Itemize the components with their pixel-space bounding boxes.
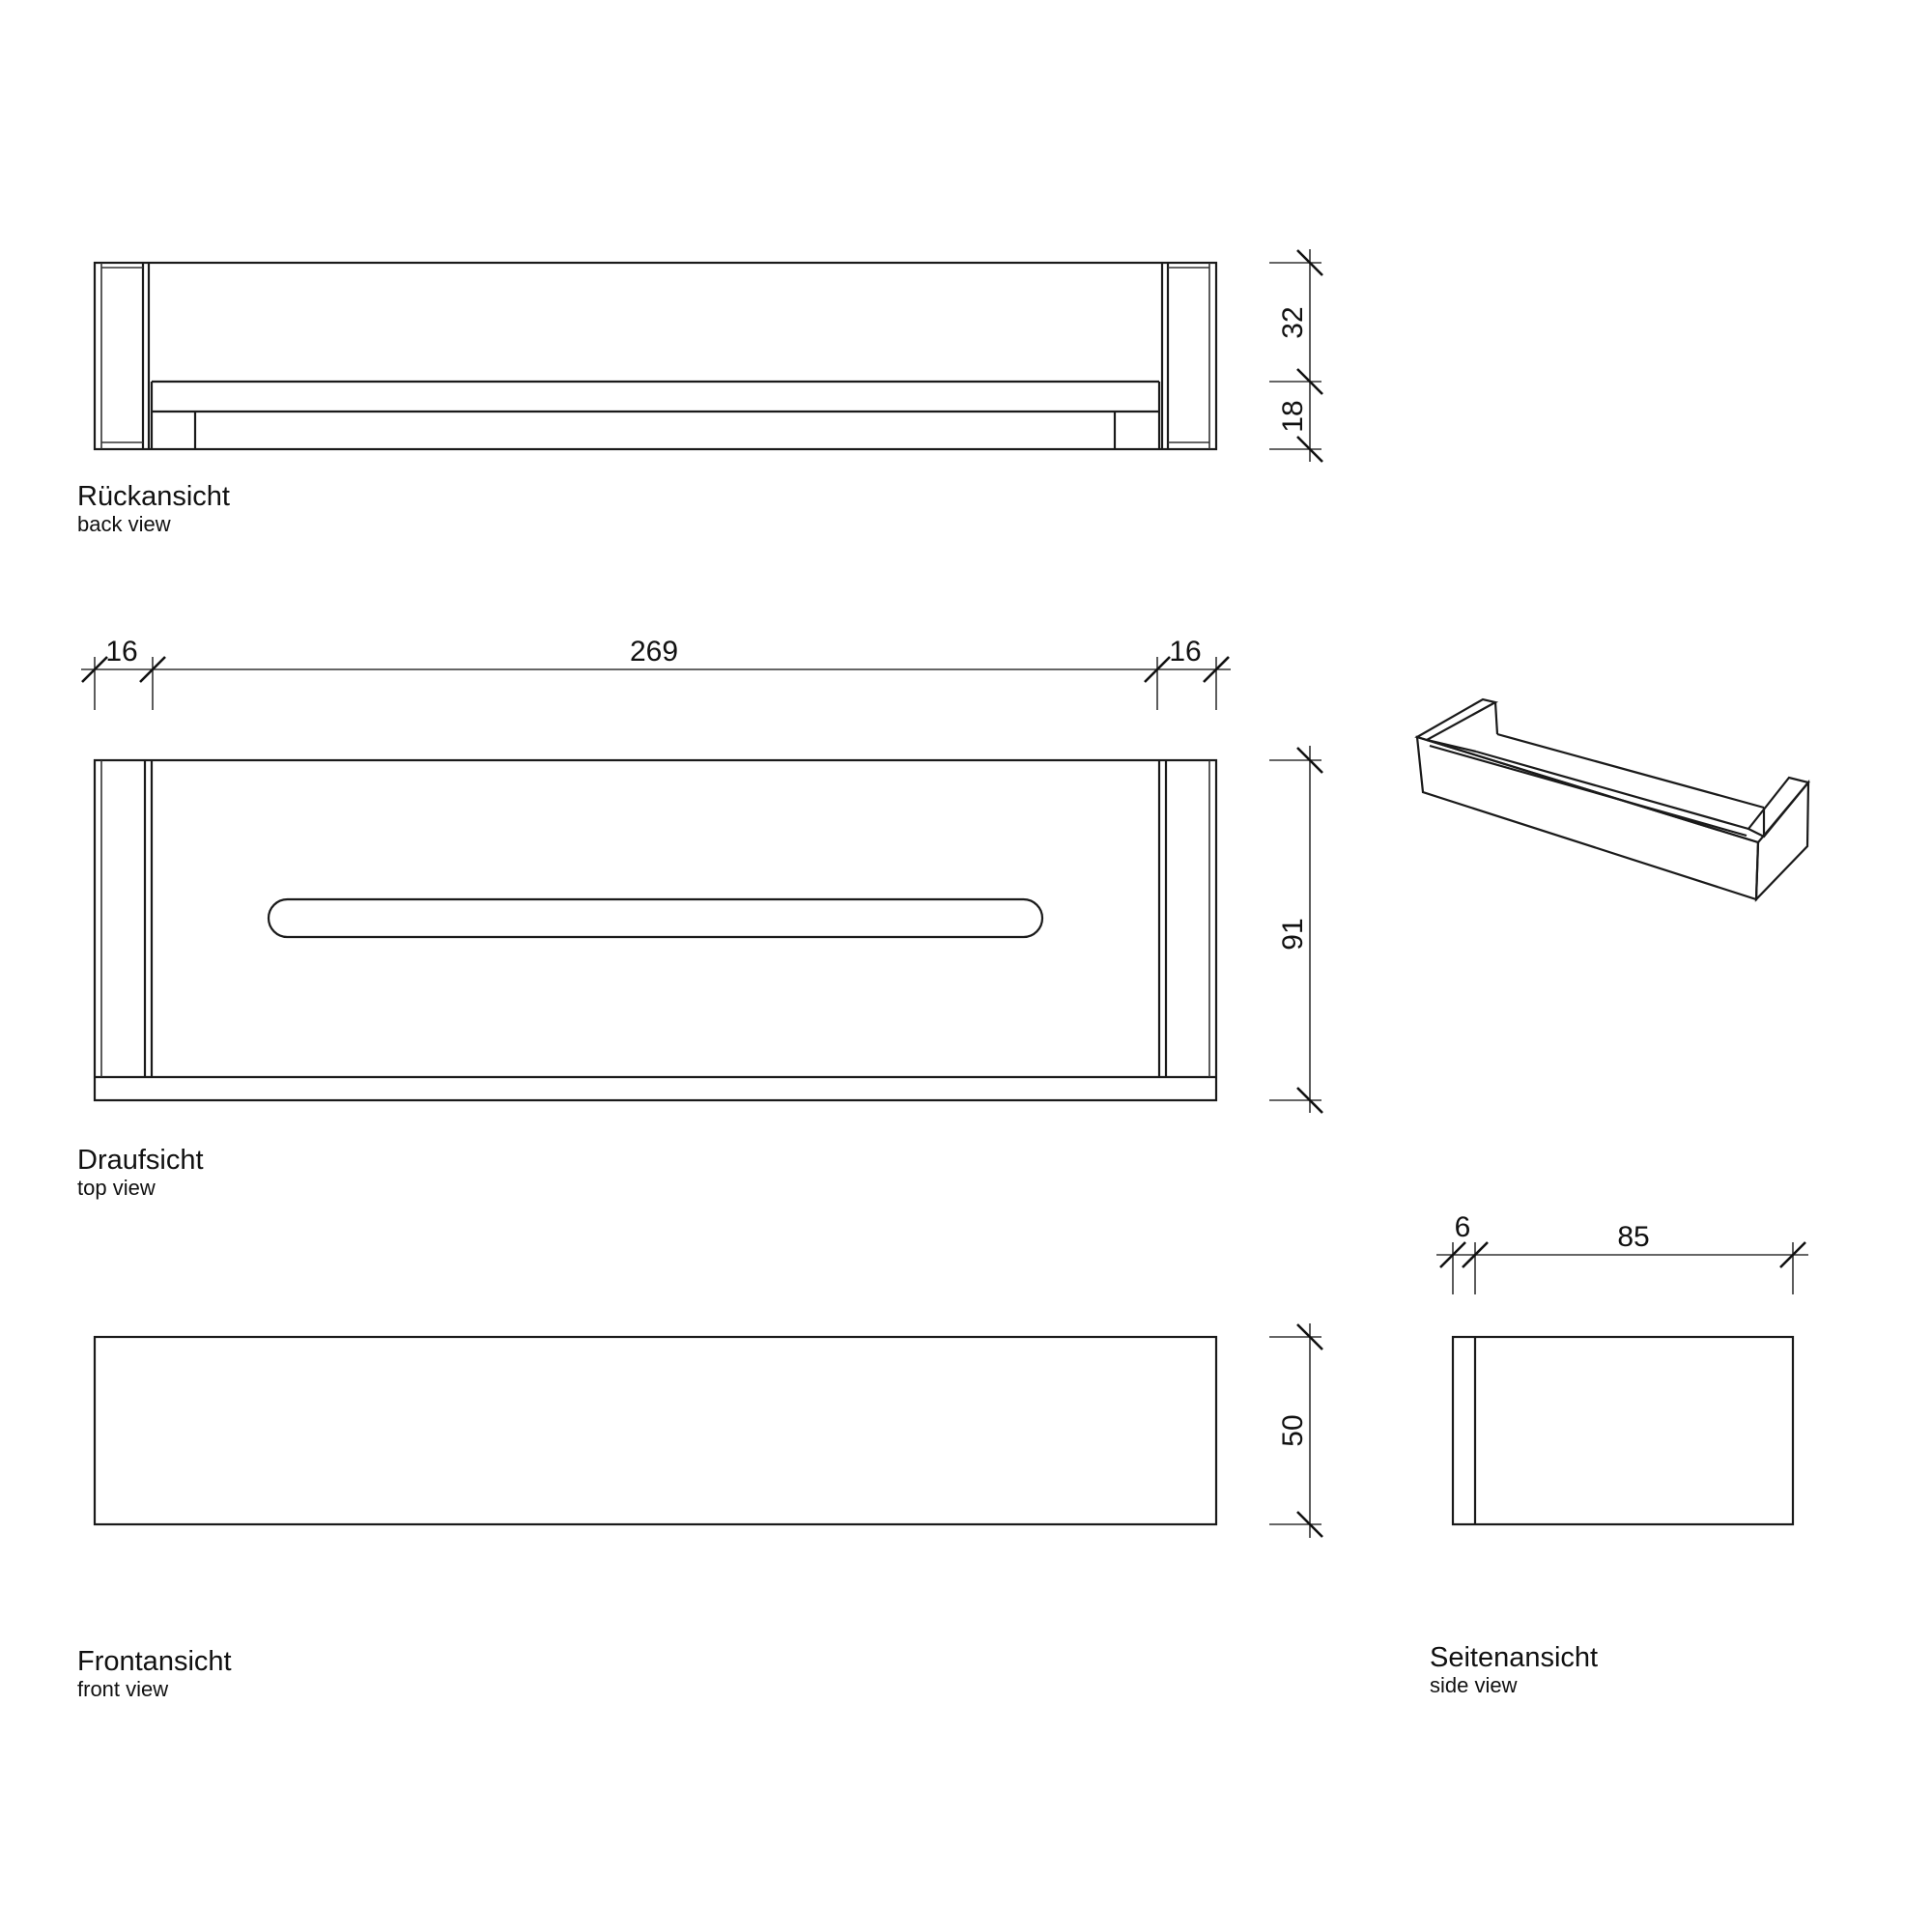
top-view-width-dimension: 16 269 16	[81, 636, 1231, 710]
front-view-label: Frontansicht front view	[77, 1646, 232, 1702]
back-view-drawing	[93, 261, 1218, 451]
side-view-title-en: side view	[1430, 1673, 1518, 1697]
side-view-title-de: Seitenansicht	[1430, 1642, 1599, 1673]
top-view-label: Draufsicht top view	[77, 1145, 204, 1201]
front-view-height-dimension: 50	[1269, 1323, 1323, 1538]
dim-top-depth: 91	[1277, 918, 1309, 950]
side-view-label: Seitenansicht side view	[1430, 1642, 1598, 1698]
dim-back-lower: 18	[1277, 400, 1309, 432]
dim-top-inner: 269	[630, 636, 678, 668]
top-view-depth-dimension: 91	[1269, 746, 1323, 1114]
dim-front-height: 50	[1277, 1414, 1309, 1446]
top-view-drawing	[93, 758, 1218, 1102]
back-view-title-de: Rückansicht	[77, 481, 230, 512]
front-view-drawing	[93, 1335, 1218, 1526]
dim-top-right-end: 16	[1169, 636, 1201, 668]
dim-side-wall: 6	[1455, 1211, 1471, 1243]
dim-back-upper: 32	[1277, 306, 1309, 338]
top-view-title-en: top view	[77, 1176, 156, 1200]
back-view-height-dimension: 32 18	[1269, 249, 1323, 463]
side-view-drawing	[1451, 1335, 1795, 1526]
front-view-title-en: front view	[77, 1677, 169, 1701]
top-view-title-de: Draufsicht	[77, 1145, 204, 1176]
back-view-title-en: back view	[77, 512, 171, 536]
back-view-label: Rückansicht back view	[77, 481, 230, 537]
side-view-dimension: 6 85	[1436, 1211, 1808, 1294]
front-view-title-de: Frontansicht	[77, 1646, 232, 1677]
isometric-view-drawing	[1414, 697, 1810, 902]
drain-slot	[267, 897, 1044, 939]
dim-top-left-end: 16	[105, 636, 137, 668]
dim-side-depth: 85	[1617, 1221, 1649, 1253]
